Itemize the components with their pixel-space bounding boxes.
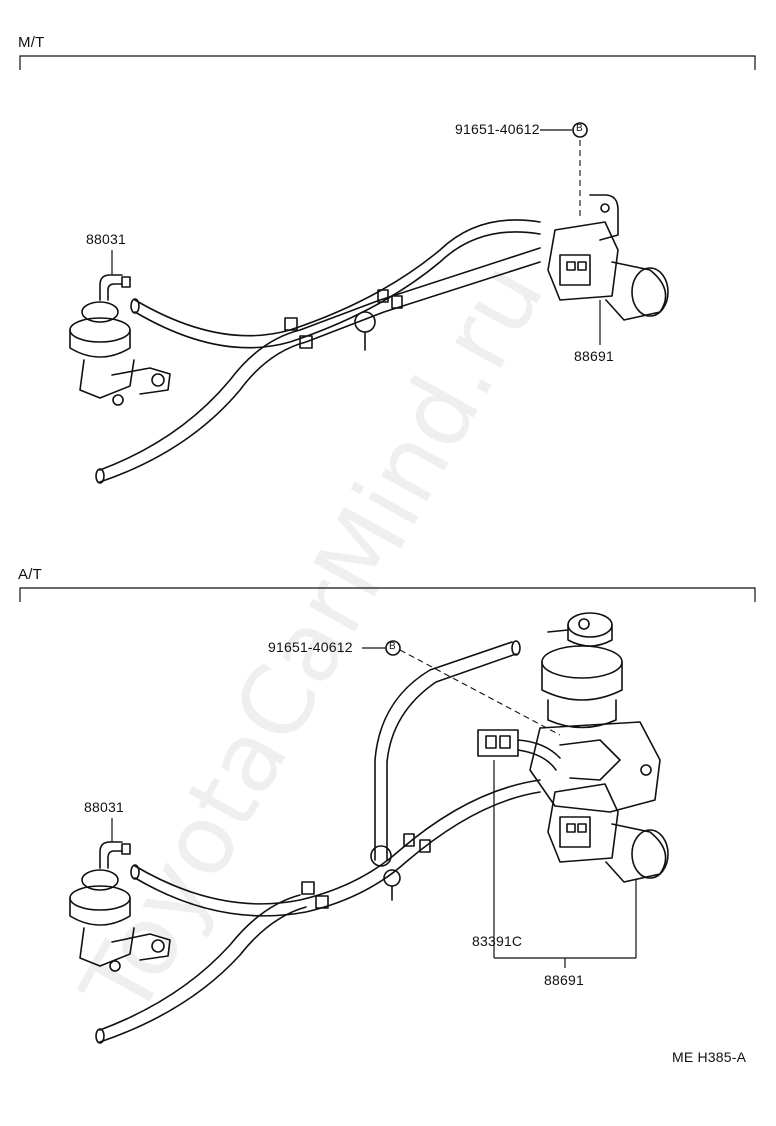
at-leader-lines: [111, 647, 637, 968]
mt-solenoid-valve: [547, 194, 669, 321]
at-section-title: A/T: [18, 566, 42, 583]
mt-bolt-badge: [572, 122, 588, 138]
at-valve-part-number: 88691: [544, 972, 584, 988]
at-vacuum-actuator: [69, 841, 171, 972]
mt-hoses: [95, 219, 541, 484]
diagram-reference-code: ME H385-A: [672, 1049, 747, 1065]
mt-vacuum-actuator: [69, 274, 171, 406]
at-bolt-badge: [385, 640, 401, 656]
at-sensor-part-number: 83391C: [472, 933, 523, 949]
at-hoses: [95, 640, 541, 1044]
at-vsv-part-number: 88031: [84, 799, 124, 815]
at-bolt-part-number: 91651-40612: [268, 639, 353, 655]
at-solenoid-valve: [547, 783, 669, 883]
at-modulator: [529, 612, 661, 813]
mt-bolt-part-number: 91651-40612: [455, 121, 540, 137]
mt-bolt-ref-letter: B: [576, 123, 583, 134]
at-connector: [477, 729, 561, 771]
at-bolt-ref-letter: B: [389, 641, 396, 652]
mt-section-title: M/T: [18, 34, 45, 51]
mt-leader-lines: [111, 129, 601, 345]
mt-vsv-part-number: 88031: [86, 231, 126, 247]
mt-valve-part-number: 88691: [574, 348, 614, 364]
at-section-bracket: [19, 587, 756, 602]
mt-section-bracket: [19, 55, 756, 70]
